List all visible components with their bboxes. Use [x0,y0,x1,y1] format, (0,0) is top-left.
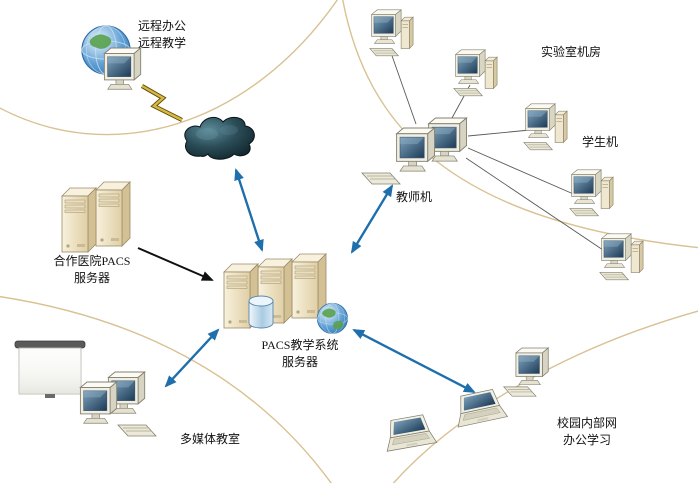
student-pc-icon [523,103,568,151]
link-server-multimedia [164,328,220,388]
link-teacher-student-pc-1 [467,129,531,137]
internet-cloud-icon [184,116,255,160]
label-hospital-pacs-server: 合作医院PACS 服务器 [53,254,131,285]
multimedia-keyboard-icon [117,424,157,437]
zone-curve-bottom-left [0,295,332,483]
student-pc-icon [569,169,614,217]
label-teacher-machine: 教师机 [396,190,433,204]
link-server-campus [352,329,476,393]
link-cloud-server [234,168,264,252]
teacher-pc-links [389,49,607,253]
link-teacher-student-pc-2 [467,147,579,197]
label-multimedia-room: 多媒体教室 [180,432,241,446]
label-pacs-teaching-server: PACS教学系统 服务器 [261,338,339,369]
server-globe-icon [316,302,348,334]
zone-curve-top-right [342,0,698,249]
campus-laptop-icon [451,387,508,428]
teacher-monitor-icon [396,127,436,172]
link-teacher-lab-pc-1 [389,49,417,125]
lab-pc-icon [453,49,498,97]
label-campus-intranet: 校园内部网 办公学习 [556,416,617,447]
remote-monitor-icon [103,47,142,90]
label-lab-room: 实验室机房 [541,45,602,59]
hospital-server-tower-icon [95,181,131,247]
label-student-machines: 学生机 [582,135,619,149]
lightning-link [140,84,183,122]
link-server-teacher [350,184,394,254]
zone-curve-top-left [0,0,338,136]
lab-pc-icon [369,9,414,57]
link-teacher-student-pc-3 [465,157,607,253]
student-pc-icon [599,233,644,281]
hospital-server-tower-icon [61,187,97,253]
multimedia-monitor-icon [79,381,118,424]
campus-monitor-icon [515,347,549,386]
link-hospital-server [137,247,214,281]
campus-keyboard-icon [503,386,537,397]
zone-curve-bottom-right [392,310,698,483]
teacher-keyboard-icon [361,172,401,185]
database-cylinder-icon [248,295,274,329]
projector-screen-icon [14,340,86,399]
label-remote-office: 远程办公 远程教学 [138,19,187,50]
campus-laptop-icon [381,412,438,452]
